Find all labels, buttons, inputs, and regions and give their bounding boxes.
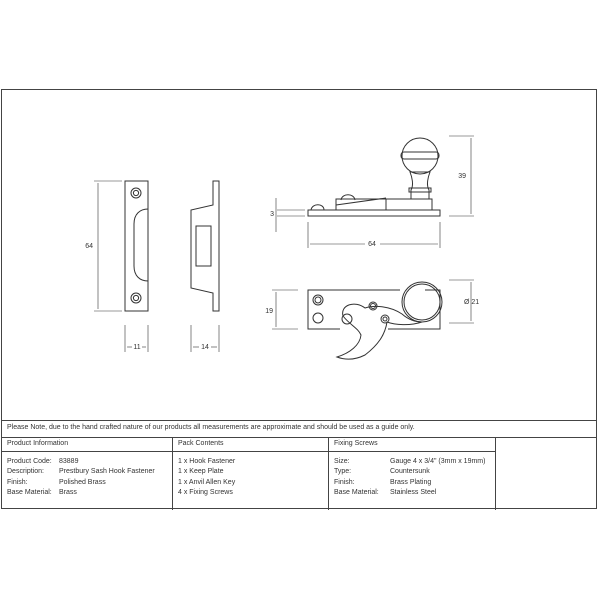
pack-item: 1 x Hook Fastener — [178, 458, 236, 465]
label: Finish: — [7, 478, 28, 486]
fastener-side-view — [307, 137, 441, 217]
value: Countersunk — [390, 468, 430, 476]
label: Size: — [334, 458, 350, 465]
dim-11: 11 — [133, 344, 140, 351]
note-divider — [1, 437, 597, 438]
label: Base Material: — [334, 488, 379, 496]
header-divider — [1, 451, 495, 452]
fastener-top-view — [307, 281, 443, 360]
disclaimer-note: Please Note, due to the hand crafted nat… — [7, 424, 415, 431]
value: Polished Brass — [59, 478, 106, 486]
description-row: Description: Prestbury Sash Hook Fastener — [7, 467, 155, 477]
finish-row: Finish: Polished Brass — [7, 478, 155, 488]
base-material-row: Base Material: Brass — [7, 488, 155, 498]
keep-plate-front-view — [124, 180, 149, 312]
column-divider-2 — [328, 437, 329, 510]
type-row: Type: Countersunk — [334, 467, 485, 477]
keep-plate-dimensions — [94, 180, 220, 352]
product-code-row: Product Code: 83889 — [7, 457, 155, 467]
product-information-list: Product Code: 83889 Description: Prestbury… — [7, 457, 155, 498]
dim-diameter-21: Ø 21 — [464, 299, 479, 306]
pack-contents-heading: Pack Contents — [178, 440, 224, 447]
dim-64-fastener: 64 — [368, 241, 376, 248]
dim-64-keep: 64 — [85, 243, 93, 250]
column-divider-3 — [495, 437, 496, 510]
label: Type: — [334, 468, 352, 476]
pack-item: 4 x Fixing Screws — [178, 488, 233, 496]
dim-39: 39 — [458, 173, 466, 180]
fastener-side-dimensions — [275, 135, 474, 248]
pack-contents-list: 1 x Hook Fastener 1 x Keep Plate 1 x Anv… — [178, 457, 235, 498]
dim-19: 19 — [265, 308, 273, 315]
dim-14: 14 — [201, 344, 209, 351]
pack-item: 1 x Anvil Allen Key — [178, 478, 236, 486]
fixing-screws-heading: Fixing Screws — [334, 440, 378, 447]
pack-item: 1 x Keep Plate — [178, 468, 224, 476]
finish-row: Finish: Brass Plating — [334, 478, 485, 488]
value: Brass Plating — [390, 478, 432, 486]
value: Prestbury Sash Hook Fastener — [59, 468, 155, 476]
value: 83889 — [59, 458, 79, 465]
base-material-row: Base Material: Stainless Steel — [334, 488, 485, 498]
size-row: Size: Gauge 4 x 3/4" (3mm x 19mm) — [334, 457, 485, 467]
table-top-border — [1, 420, 597, 421]
fastener-top-dimensions — [272, 279, 474, 330]
value: Stainless Steel — [390, 488, 437, 496]
label: Finish: — [334, 478, 355, 486]
product-information-heading: Product Information — [7, 440, 69, 447]
column-divider-1 — [172, 437, 173, 510]
dim-3: 3 — [270, 211, 274, 218]
value: Gauge 4 x 3/4" (3mm x 19mm) — [390, 458, 486, 465]
label: Base Material: — [7, 488, 52, 496]
drawing-frame — [1, 89, 597, 509]
value: Brass — [59, 488, 77, 496]
label: Product Code: — [7, 458, 52, 465]
keep-plate-side-view — [190, 180, 220, 312]
label: Description: — [7, 468, 44, 476]
fixing-screws-list: Size: Gauge 4 x 3/4" (3mm x 19mm) Type: Co… — [334, 457, 485, 498]
